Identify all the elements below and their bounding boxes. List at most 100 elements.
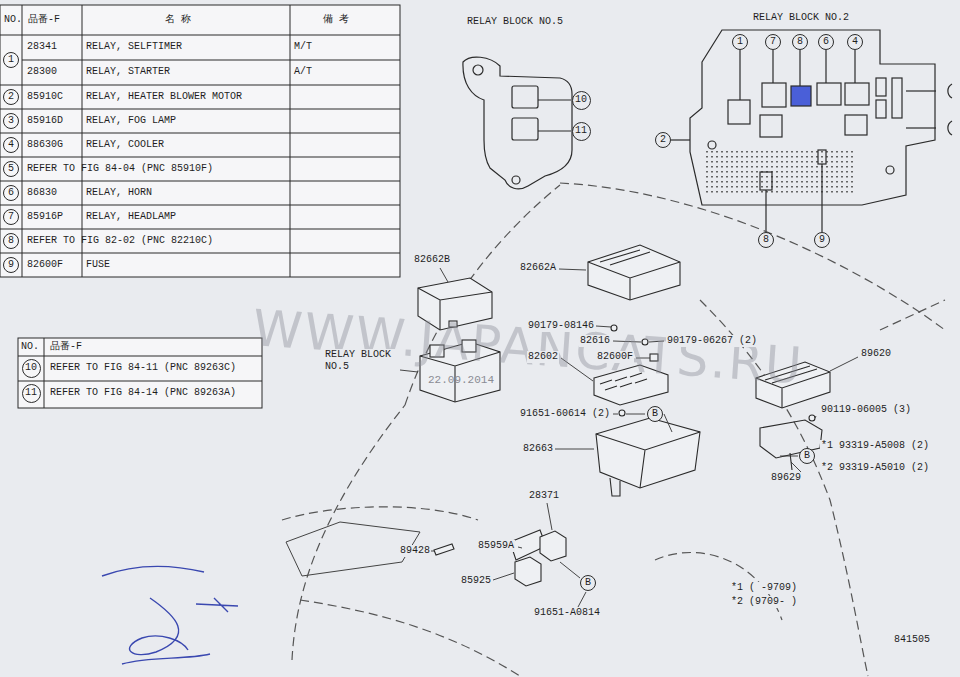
- callout-number: 1: [737, 37, 743, 47]
- table-header: 品番-F: [50, 341, 82, 353]
- callout-circle: 7: [3, 209, 19, 225]
- drawing-number: 841505: [893, 634, 931, 646]
- callout-number: 10: [575, 95, 587, 105]
- part-number: *2 93319-A5010 (2): [820, 462, 930, 474]
- callout-circle: 1: [3, 52, 19, 68]
- callout-circle: 6: [818, 34, 834, 50]
- part-number: 90179-08146: [527, 320, 595, 332]
- callout-circle: 9: [814, 232, 830, 248]
- part-code: 28341: [27, 41, 57, 53]
- part-number: 82616: [579, 335, 611, 347]
- callout-circle: 8: [792, 34, 808, 50]
- part-number: 90179-06267 (2): [666, 335, 758, 347]
- watermark: WWW.JAPANCATS.RU: [251, 300, 806, 396]
- part-number: 90119-06005 (3): [820, 404, 912, 416]
- part-code: 82600F: [27, 259, 63, 271]
- callout-number: 8: [763, 235, 769, 245]
- callout-number: 4: [852, 37, 858, 47]
- relay-block-2: [671, 30, 952, 232]
- part-number: 85959A: [477, 540, 515, 552]
- part-sketches: [418, 245, 830, 586]
- callout-number: 10: [25, 363, 37, 373]
- callout-circle: 8: [3, 233, 19, 249]
- callout-circle: 3: [3, 113, 19, 129]
- callout-number: 7: [770, 37, 776, 47]
- table-reference: REFER TO FIG 84-14 (PNC 89263A): [50, 387, 236, 399]
- callout-number: 3: [8, 116, 14, 126]
- callout-circle: B: [580, 575, 596, 591]
- callout-number: 1: [8, 55, 14, 65]
- part-number: 28371: [528, 490, 560, 502]
- part-number: 85925: [460, 575, 492, 587]
- callout-circle: B: [799, 448, 815, 464]
- table-note: A/T: [294, 66, 312, 78]
- part-code: 85916D: [27, 115, 63, 127]
- callout-number: 2: [660, 135, 666, 145]
- part-number: 91651-A0814: [533, 607, 601, 619]
- callout-circle: 5: [3, 161, 19, 177]
- callout-circle: 11: [22, 384, 41, 403]
- note: *2 (9709- ): [730, 596, 798, 608]
- part-number: 82662B: [413, 254, 451, 266]
- table-header: NO.: [4, 14, 22, 26]
- part-name: RELAY, COOLER: [86, 139, 164, 151]
- part-number: 89428: [399, 545, 431, 557]
- part-code: 86830: [27, 187, 57, 199]
- table-header: 備 考: [323, 14, 349, 26]
- part-number: 82602: [527, 351, 559, 363]
- callout-circle: 4: [847, 34, 863, 50]
- callout-number: 5: [8, 164, 14, 174]
- part-number: 82600F: [596, 351, 634, 363]
- car-outline: [282, 183, 945, 676]
- part-number: 82663: [522, 443, 554, 455]
- callout-circle: 10: [572, 91, 591, 110]
- table-note: M/T: [294, 41, 312, 53]
- part-name: RELAY, SELFTIMER: [86, 41, 182, 53]
- part-number: 91651-60614 (2): [519, 408, 611, 420]
- block-title: RELAY BLOCK NO.5: [324, 349, 398, 372]
- part-code: 85916P: [27, 211, 63, 223]
- table-reference: REFER TO FIG 84-11 (PNC 89263C): [50, 362, 236, 374]
- callout-circle: 10: [22, 359, 41, 378]
- callout-circle: 8: [758, 232, 774, 248]
- callout-circle: 1: [732, 34, 748, 50]
- part-code: 85910C: [27, 91, 63, 103]
- callout-circle: 4: [3, 137, 19, 153]
- part-number: 89629: [770, 472, 802, 484]
- pen-scribble: [102, 567, 238, 665]
- part-name: RELAY, FOG LAMP: [86, 115, 176, 127]
- callout-number: B: [804, 451, 810, 461]
- callout-circle: 7: [765, 34, 781, 50]
- callout-number: 9: [8, 260, 14, 270]
- table-header: NO.: [21, 341, 39, 353]
- part-number: 82662A: [519, 262, 557, 274]
- table-header: 名 称: [165, 14, 191, 26]
- callout-circle: 11: [572, 122, 591, 141]
- callout-number: 6: [8, 188, 14, 198]
- callout-number: 2: [8, 92, 14, 102]
- block-title: RELAY BLOCK NO.5: [466, 16, 564, 28]
- block-title: RELAY BLOCK NO.2: [752, 12, 850, 24]
- part-code: 88630G: [27, 139, 63, 151]
- table-header: 品番-F: [28, 14, 60, 26]
- callout-number: 8: [797, 37, 803, 47]
- callout-number: 11: [25, 388, 37, 398]
- callout-number: 11: [575, 126, 587, 136]
- part-name: RELAY, HEATER BLOWER MOTOR: [86, 91, 242, 103]
- part-name: RELAY, HEADLAMP: [86, 211, 176, 223]
- reference-table: [18, 338, 262, 408]
- part-name: RELAY, STARTER: [86, 66, 170, 78]
- parts-table: [0, 5, 400, 277]
- callout-number: 7: [8, 212, 14, 222]
- relay-block-5: [463, 57, 572, 189]
- callout-number: 6: [823, 37, 829, 47]
- part-name: RELAY, HORN: [86, 187, 152, 199]
- callout-circle: 2: [3, 89, 19, 105]
- callout-circle: 2: [655, 132, 671, 148]
- part-number: *1 93319-A5008 (2): [820, 440, 930, 452]
- callout-number: B: [585, 578, 591, 588]
- part-number: 89620: [860, 348, 892, 360]
- callout-circle: 6: [3, 185, 19, 201]
- callout-circle: B: [647, 406, 663, 422]
- table-reference: REFER TO FIG 84-04 (PNC 85910F): [27, 163, 213, 175]
